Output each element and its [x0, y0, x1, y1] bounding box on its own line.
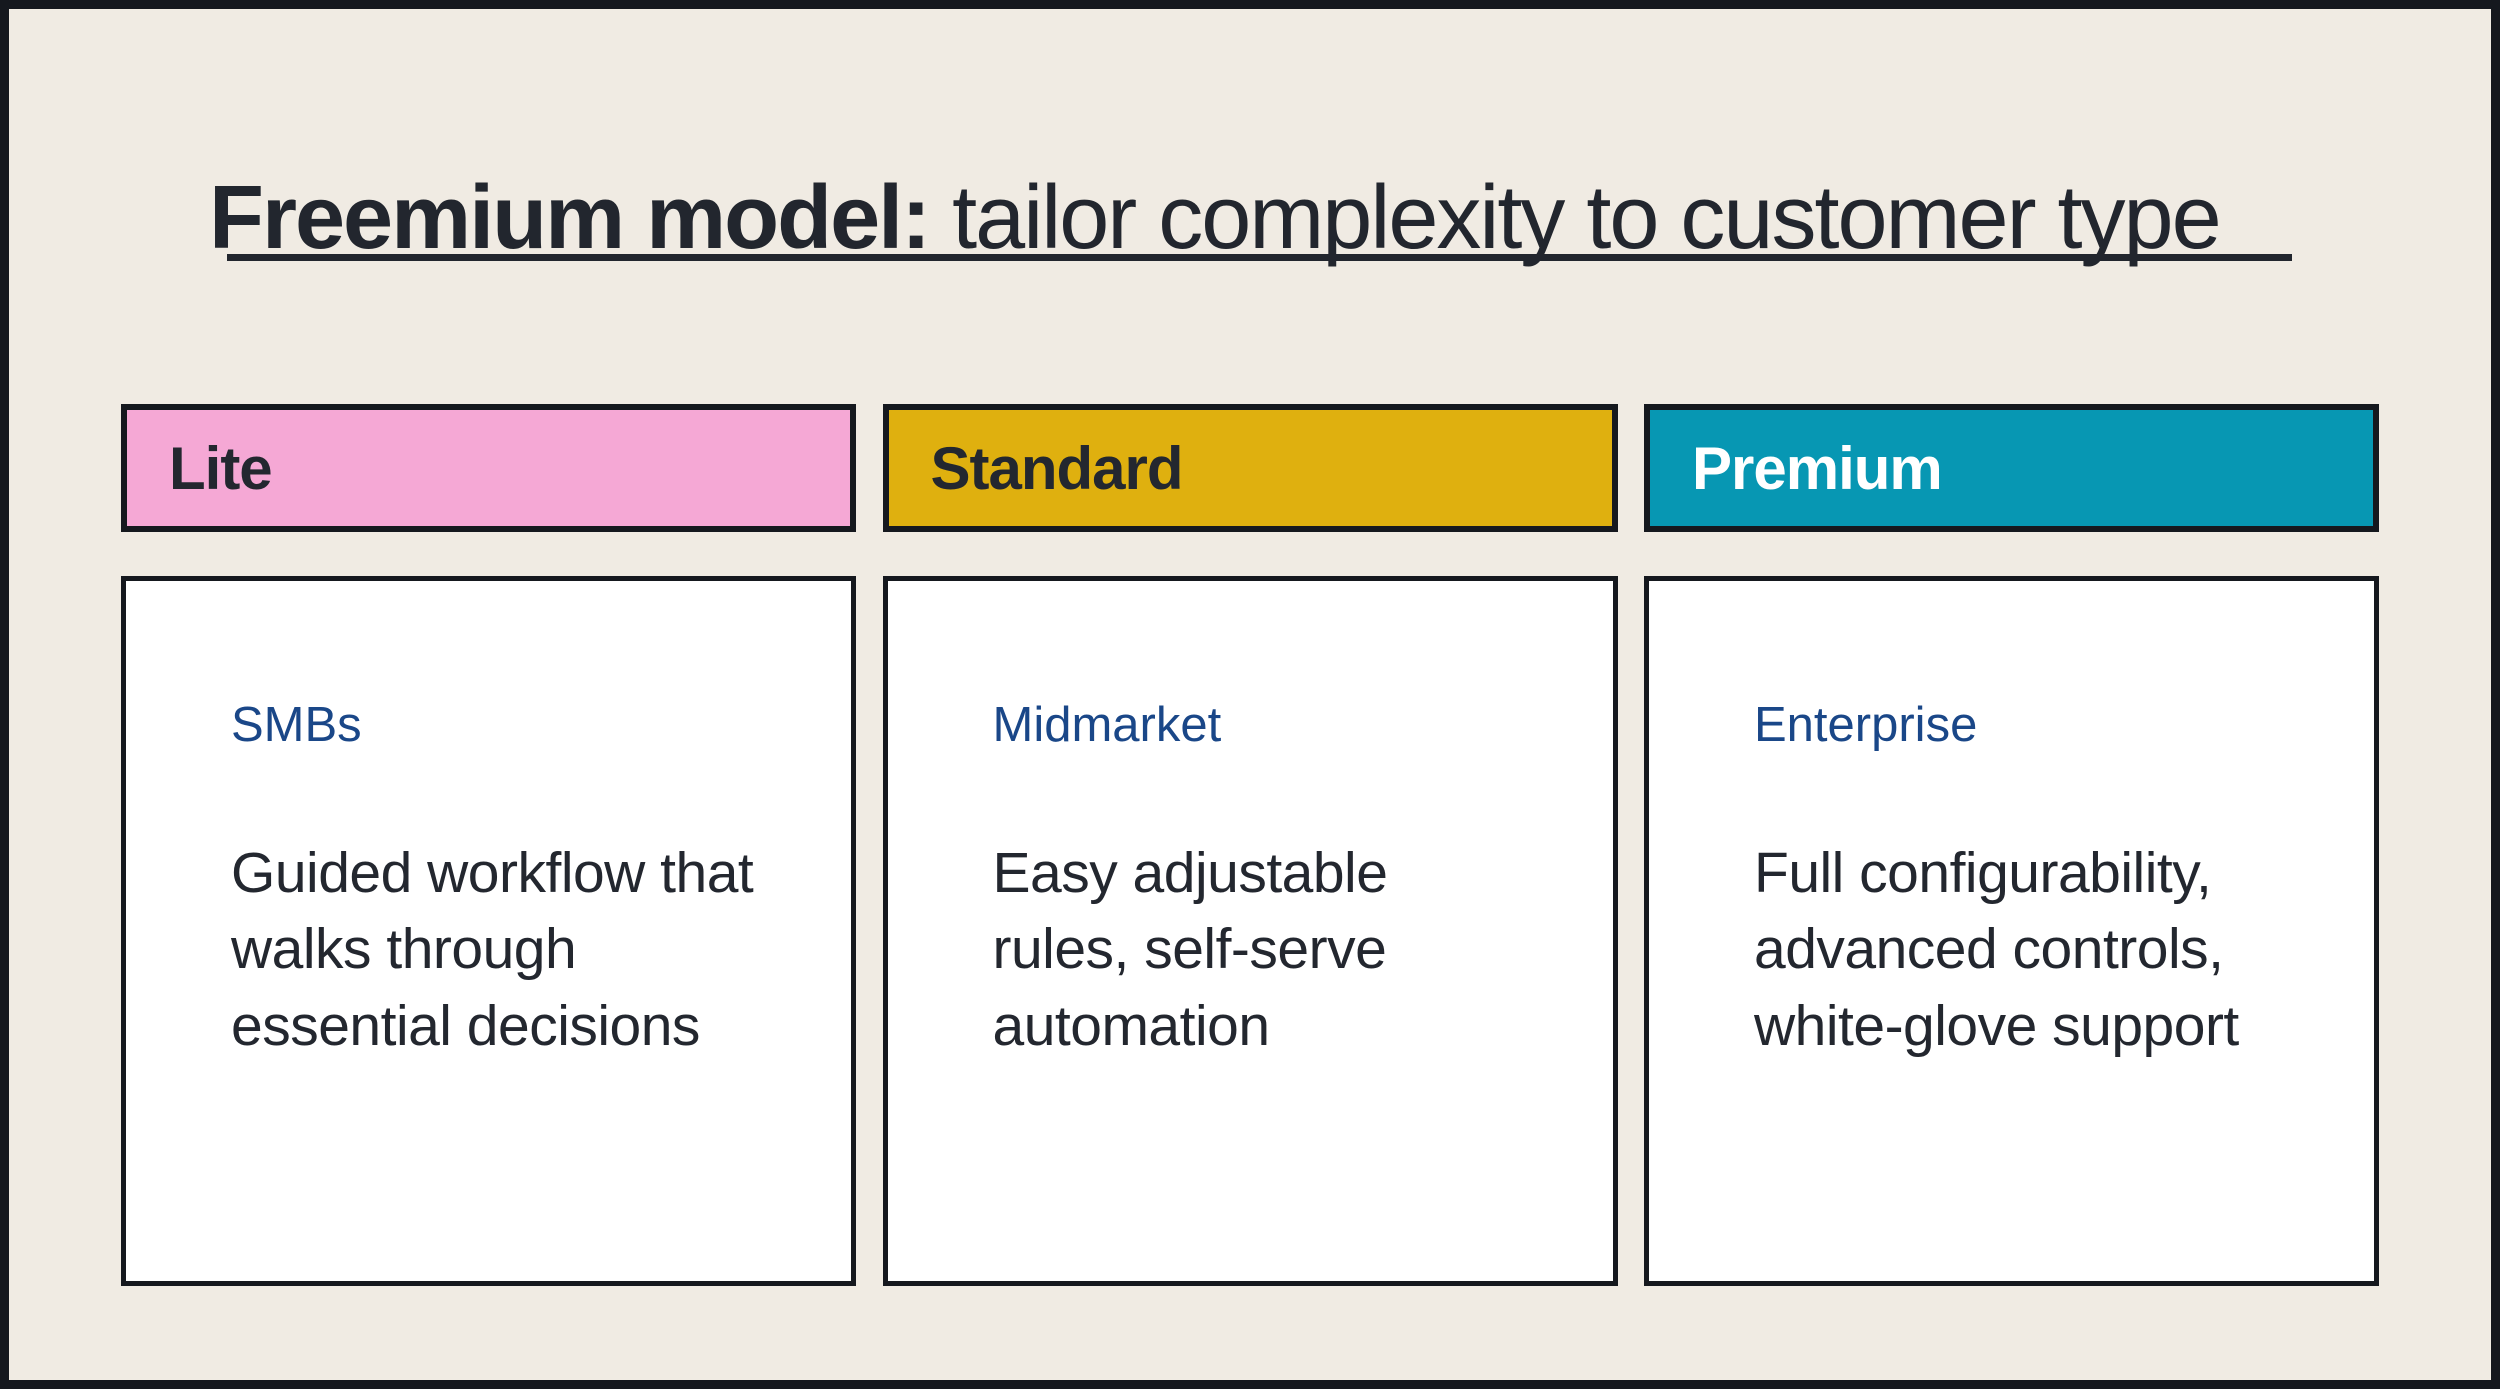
segment-label: Midmarket [992, 698, 1222, 752]
tier-card-premium: Enterprise Full configurability, advance… [1644, 576, 2379, 1286]
tier-columns: Lite SMBs Guided workflow that walks thr… [121, 404, 2379, 1286]
tier-description: Easy adjustable rules, self-serve automa… [992, 841, 1388, 1058]
title-underline [227, 254, 2292, 261]
tier-column-premium: Premium Enterprise Full configurability,… [1644, 404, 2379, 1286]
segment-label: SMBs [231, 698, 362, 752]
tier-description: Full configurability, advanced controls,… [1754, 841, 2239, 1058]
tier-header-label: Premium [1692, 434, 1943, 502]
tier-card-lite: SMBs Guided workflow that walks through … [121, 576, 856, 1286]
tier-card-standard: Midmarket Easy adjustable rules, self-se… [882, 576, 1618, 1286]
tier-header-standard: Standard [882, 404, 1618, 532]
tier-column-standard: Standard Midmarket Easy adjustable rules… [882, 404, 1618, 1286]
tier-column-lite: Lite SMBs Guided workflow that walks thr… [121, 404, 856, 1286]
tier-header-label: Lite [169, 434, 273, 502]
tier-header-label: Standard [930, 434, 1184, 502]
tier-description: Guided workflow that walks through essen… [231, 841, 754, 1058]
slide-title-regular: tailor complexity to customer type [929, 168, 2222, 269]
tier-header-lite: Lite [121, 404, 856, 532]
slide-title-bold: Freemium model: [209, 168, 931, 269]
slide-title: Freemium model: tailor complexity to cus… [209, 168, 2222, 269]
segment-label: Enterprise [1754, 698, 1978, 752]
tier-header-premium: Premium [1644, 404, 2379, 532]
